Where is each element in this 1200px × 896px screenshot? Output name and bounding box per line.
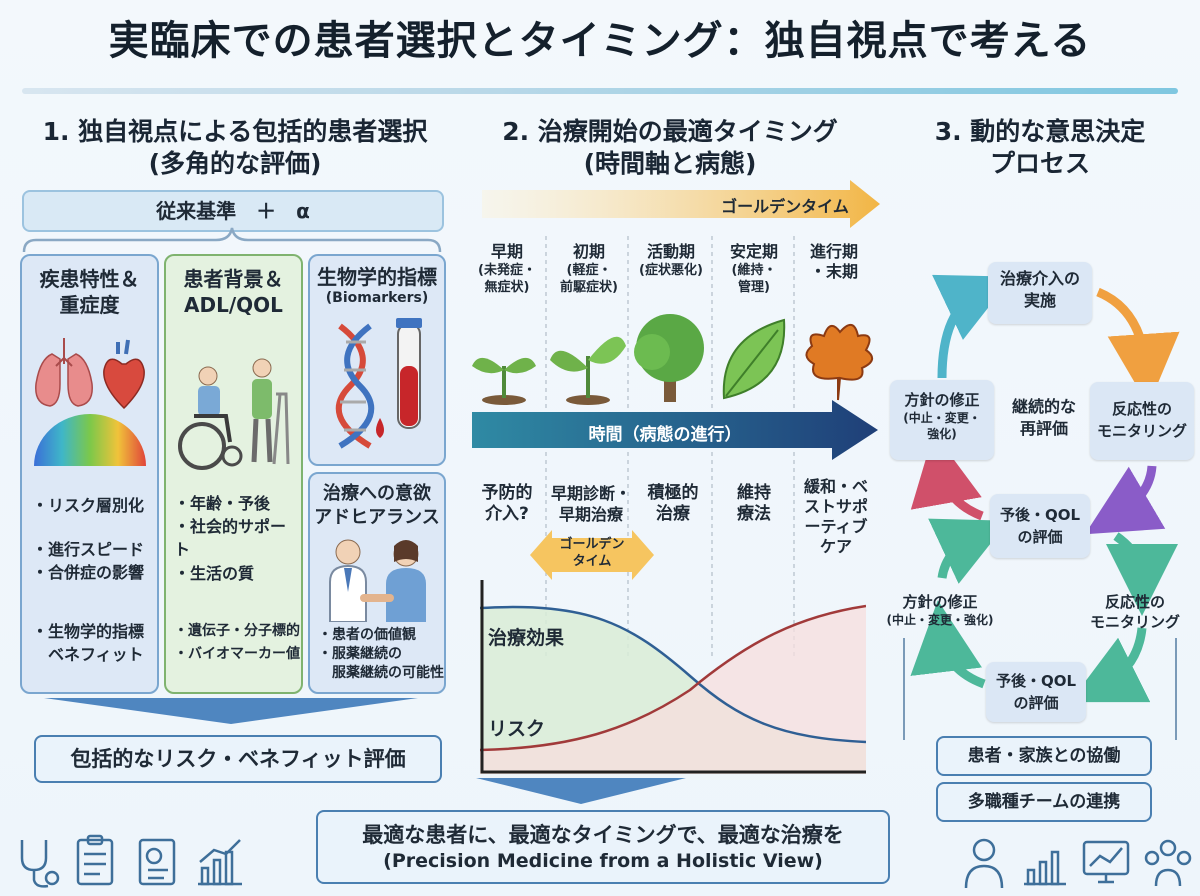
golden-time-badge-label: ゴールデン タイム — [559, 537, 625, 569]
bullet-risk-stratification: ・リスク層別化 — [32, 496, 145, 515]
stage-early-name: 早期 — [490, 242, 523, 261]
efficacy-risk-curves — [480, 580, 866, 774]
therapy-palliative: 緩和・ベ ストサポ ーティブ ケア — [803, 477, 868, 556]
footer-line2: (Precision Medicine from a Holistic View… — [383, 850, 823, 872]
stage-advanced: 進行期 ・末期 — [796, 242, 872, 282]
stage-initial-name: 初期 — [572, 242, 605, 261]
title-divider — [22, 88, 1178, 94]
comprehensive-assessment-box: 包括的なリスク・ベネフィット評価 — [34, 735, 442, 783]
continuous-reassessment-label: 継続的な 再評価 — [1011, 397, 1076, 438]
organs-severity-icon — [34, 338, 146, 466]
cycle2-policy-revision: 方針の修正 (中止・変更・強化) — [876, 592, 1004, 628]
doctor-patient-handshake-icon — [329, 539, 426, 622]
bullet-quality-of-life: ・生活の質 — [174, 564, 255, 583]
leaf-icon — [722, 318, 786, 400]
seedling-icon — [550, 336, 626, 405]
bracket-connector — [22, 227, 442, 253]
therapy-preventive: 予防的 介入? — [481, 483, 533, 524]
biomarkers-title: 生物学的指標 — [317, 265, 437, 289]
motivation-adherence-title: 治療への意欲 アドヒアランス — [314, 483, 440, 528]
report-icon — [138, 838, 176, 886]
patient-background-title: 患者背景＆ ADL/QOL — [183, 267, 284, 317]
disease-characteristics-column: 疾患特性＆ 重症度 ・リスク層別化 ・進行スピード ・合併症の影響 ・生物学的指… — [20, 254, 159, 694]
node-policy-revision-title: 方針の修正 — [904, 391, 980, 409]
autumn-leaf-icon — [805, 324, 873, 401]
footer-icons-right — [964, 838, 1192, 889]
stage-early-sub: (未発症・ 無症状) — [478, 263, 536, 295]
bullet-progression-speed: ・進行スピード ・合併症の影響 — [32, 540, 145, 582]
stage-dividers — [545, 236, 795, 656]
stage-stable-sub: (維持・ 管理) — [731, 263, 777, 295]
stage-stable: 安定期 (維持・ 管理) — [714, 242, 794, 296]
growth-chart-icon — [1024, 850, 1066, 886]
stage-initial: 初期 (軽症・ 前駆症状) — [548, 242, 630, 296]
bar-chart-icon — [198, 839, 242, 886]
node-policy-revision: 方針の修正 (中止・変更・ 強化) — [890, 380, 994, 460]
stage-active-sub: (症状悪化) — [639, 263, 703, 278]
doctor-icon — [964, 838, 1004, 889]
patient-family-collaboration: 患者・家族との協働 — [936, 736, 1152, 776]
section3-heading: 3. 動的な意思決定 プロセス — [934, 117, 1146, 178]
bullet-genetic-biomarker: ・遺伝子・分子標的 ・バイオマーカー値 — [174, 623, 300, 662]
cycle2-policy-revision-sub: (中止・変更・強化) — [886, 613, 994, 627]
biomarkers-column: 生物学的指標 (Biomarkers) — [308, 254, 446, 466]
stage-advanced-name: 進行期 ・末期 — [809, 242, 858, 281]
motivation-adherence-column: 治療への意欲 アドヒアランス ・患者の価値観 ・服薬継続の 服薬継続の可能性 — [308, 472, 446, 694]
base-criteria-label: 従来基準 ＋ α — [22, 190, 444, 232]
stage-active: 活動期 (症状悪化) — [630, 242, 712, 279]
multidisciplinary-team: 多職種チームの連携 — [936, 782, 1152, 822]
node-response-monitoring: 反応性の モニタリング — [1090, 382, 1194, 460]
footer-conclusion-box: 最適な患者に、最適なタイミングで、最適な治療を (Precision Medic… — [316, 810, 890, 884]
patient-background-column: 患者背景＆ ADL/QOL ・年齢・予後 ・社会的サポート ・生活の質 ・遺伝子… — [164, 254, 303, 694]
therapy-aggressive: 積極的 治療 — [647, 483, 699, 524]
stage-stable-name: 安定期 — [729, 242, 778, 261]
biomarkers-subtitle: (Biomarkers) — [325, 290, 429, 306]
stethoscope-icon — [20, 840, 60, 888]
footer-icons-left — [20, 834, 242, 888]
footer-line1: 最適な患者に、最適なタイミングで、最適な治療を — [362, 823, 844, 847]
golden-time-label: ゴールデンタイム — [721, 197, 849, 216]
dna-blood-tube-icon — [335, 318, 422, 449]
wheelchair-walker-icon — [178, 358, 290, 470]
efficacy-curve-label: 治療効果 — [488, 627, 565, 649]
risk-curve-label: リスク — [488, 718, 546, 740]
stage-initial-sub: (軽症・ 前駆症状) — [560, 263, 618, 295]
growth-stage-icons — [472, 314, 873, 405]
bullet-age-prognosis: ・年齢・予後 ・社会的サポート — [174, 494, 287, 559]
tree-icon — [634, 314, 704, 402]
node-policy-revision-sub: (中止・変更・ 強化) — [903, 411, 981, 441]
section2-heading: 2. 治療開始の最適タイミング (時間軸と病態) — [502, 117, 838, 178]
decision-cycle-arrows — [903, 274, 1180, 740]
bullet-biomarker-benefit: ・生物学的指標 ベネフィット — [32, 622, 145, 664]
stage-active-name: 活動期 — [646, 242, 695, 261]
therapy-maintenance: 維持 療法 — [737, 483, 771, 524]
cycle2-policy-revision-title: 方針の修正 — [902, 593, 978, 611]
sprout-icon — [472, 357, 536, 405]
cycle2-prognosis-qol: 予後・QOL の評価 — [986, 662, 1086, 722]
therapy-early: 早期診断・ 早期治療 — [550, 484, 631, 524]
golden-time-badge-shape — [530, 530, 654, 580]
footer-down-arrow — [476, 778, 686, 804]
bullet-patient-values: ・患者の価値観 ・服薬継続の 服薬継続の可能性 — [318, 627, 444, 681]
disease-characteristics-title: 疾患特性＆ 重症度 — [39, 267, 140, 317]
section1-heading: 1. 独自視点による包括的患者選択 (多角的な評価) — [42, 117, 428, 178]
time-axis-arrow — [472, 400, 878, 460]
time-axis-label: 時間（病態の進行） — [588, 425, 742, 445]
cycle2-response-monitoring: 反応性の モニタリング — [1089, 593, 1180, 631]
down-chevron-arrow — [44, 698, 418, 724]
monitor-chart-icon — [1082, 840, 1130, 884]
node-treatment-implementation: 治療介入の 実施 — [988, 262, 1092, 324]
stage-early: 早期 (未発症・ 無症状) — [468, 242, 546, 296]
team-icon — [1144, 839, 1192, 887]
golden-time-arrow — [482, 180, 880, 228]
page-title: 実臨床での患者選択とタイミング：独自視点で考える — [108, 18, 1092, 64]
clipboard-icon — [76, 834, 114, 886]
node-prognosis-qol: 予後・QOL の評価 — [990, 494, 1090, 558]
